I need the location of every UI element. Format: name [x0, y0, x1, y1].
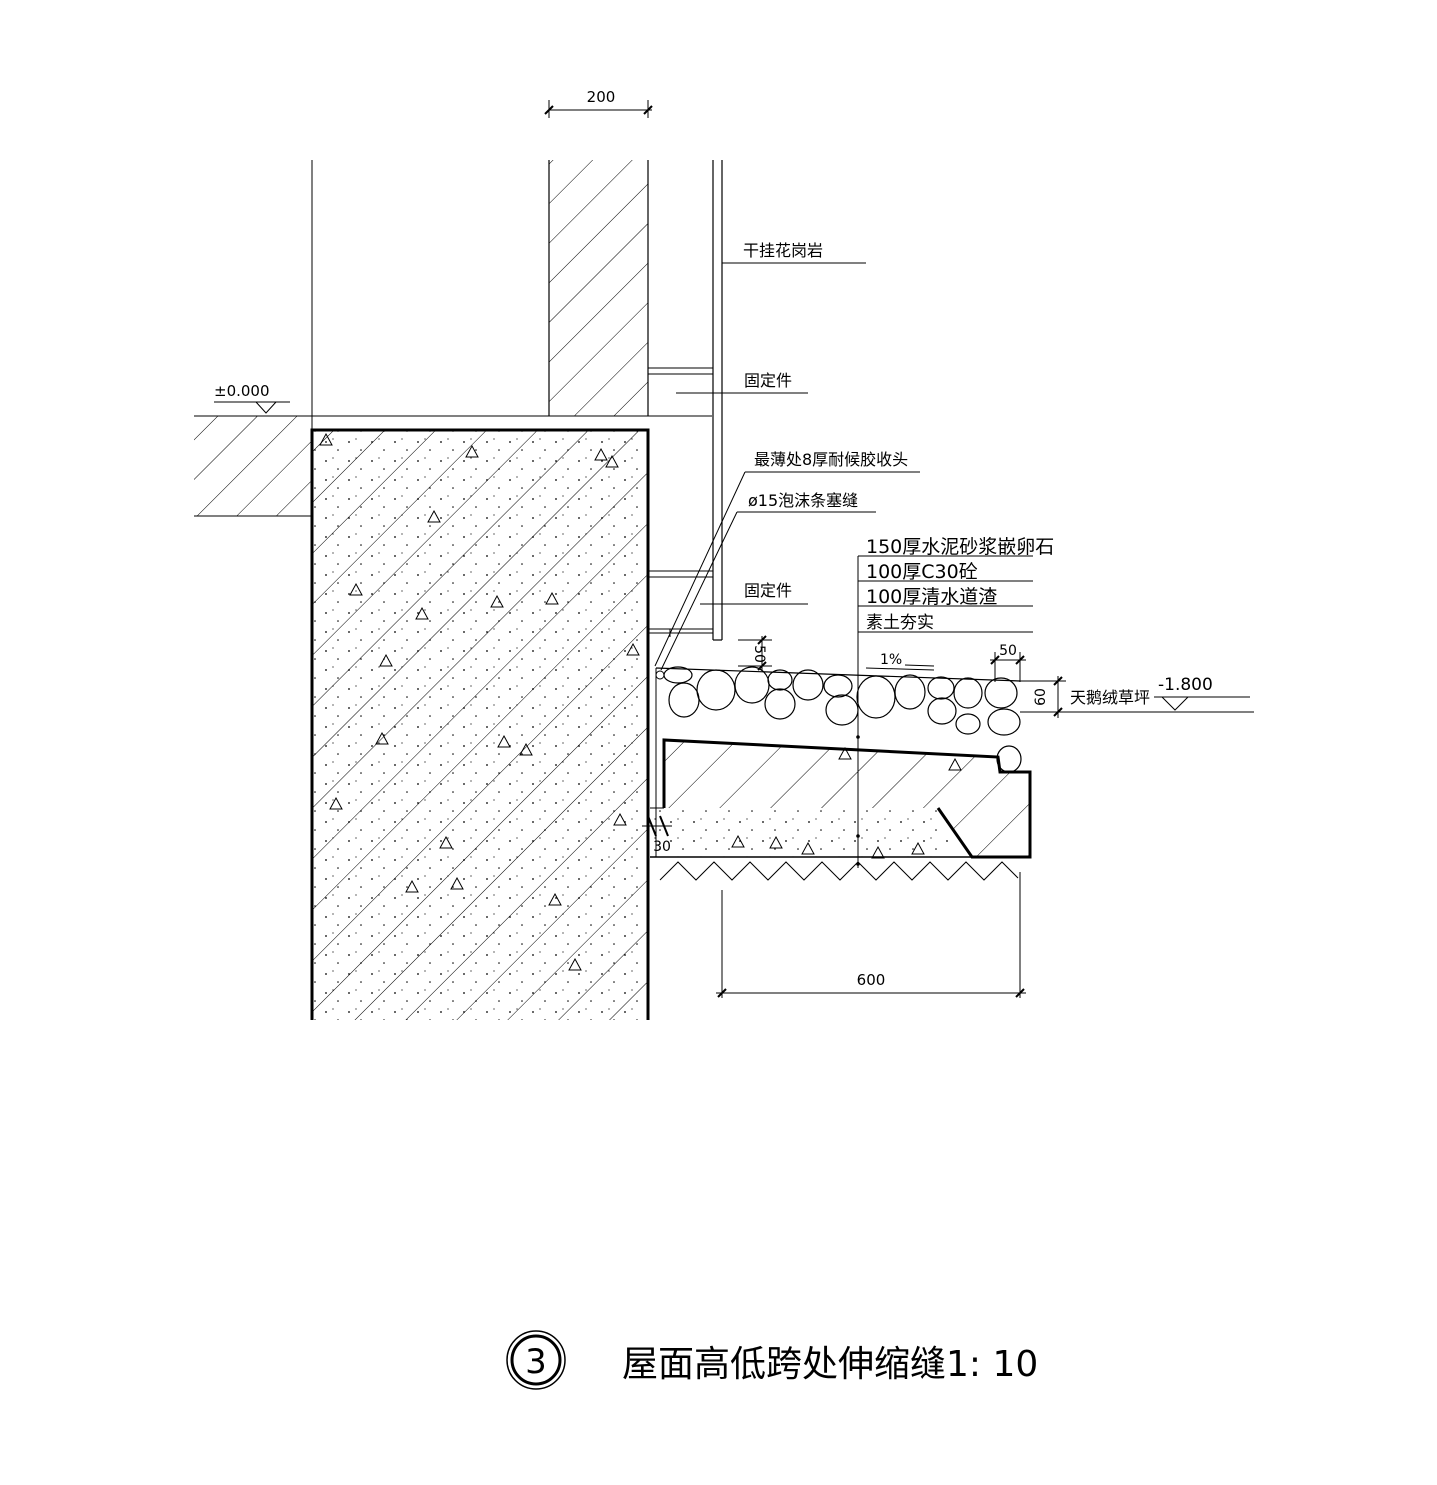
dimension-50-vertical: [738, 635, 772, 671]
concrete-gutter: [662, 738, 1032, 859]
ground-strip: [194, 415, 712, 517]
fixing-upper: [648, 367, 713, 375]
dimension-200: [544, 100, 653, 118]
dimension-60: [1020, 676, 1254, 718]
elevation-upper: [214, 401, 290, 414]
label-granite: 干挂花岗岩: [743, 241, 823, 260]
ballast-layer: [650, 807, 972, 859]
dim-200-text: 200: [587, 88, 616, 106]
leader-foam-rod: [660, 511, 876, 671]
elevation-lower: [1154, 696, 1250, 711]
foam-rod: [655, 670, 665, 680]
label-foam-rod: ø15泡沫条塞缝: [748, 491, 858, 510]
label-lawn: 天鹅绒草坪: [1070, 688, 1150, 707]
label-fixing-1: 固定件: [744, 371, 792, 390]
detail-number-badge: [506, 1330, 566, 1390]
detail-title: 屋面高低跨处伸缩缝1: 10: [622, 1344, 1038, 1385]
upper-wall: [548, 160, 649, 416]
label-sealant: 最薄处8厚耐候胶收头: [754, 450, 908, 469]
dim-60-text: 60: [1033, 688, 1049, 706]
label-layer-ballast: 100厚清水道渣: [866, 586, 997, 608]
label-slope: 1%: [880, 652, 902, 668]
dim-30-text: 30: [653, 839, 671, 855]
slope-indicator: [865, 664, 935, 671]
compacted-soil: [659, 861, 1019, 881]
leader-sealant: [654, 471, 920, 667]
label-fixing-2: 固定件: [744, 581, 792, 600]
detail-number: 3: [525, 1342, 547, 1382]
dimension-30: [642, 815, 672, 837]
label-layer-pebble: 150厚水泥砂浆嵌卵石: [866, 536, 1054, 558]
dim-50-vertical-text: 50: [751, 645, 767, 663]
dimension-50-horizontal: [990, 652, 1026, 682]
dim-50-horizontal-text: 50: [999, 643, 1017, 659]
elevation-upper-text: ±0.000: [214, 382, 270, 400]
granite-cladding: [712, 160, 723, 641]
elevation-lower-text: -1.800: [1158, 675, 1213, 695]
concrete-retaining-wall: [310, 428, 650, 1020]
dimension-600: [716, 872, 1026, 998]
dim-600-text: 600: [857, 971, 886, 989]
label-layer-soil: 素土夯实: [866, 613, 934, 633]
label-layer-concrete: 100厚C30砼: [866, 561, 978, 583]
